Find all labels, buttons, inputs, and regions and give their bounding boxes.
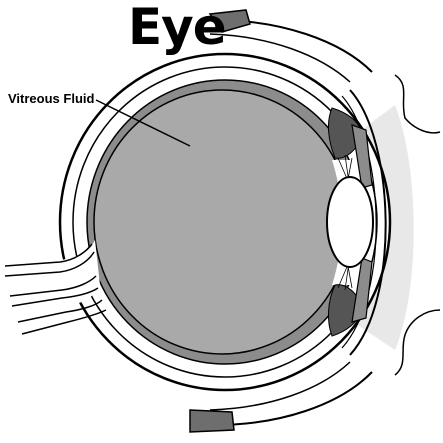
lens	[327, 177, 373, 267]
upper-lid-fold	[395, 75, 440, 133]
lower-eyelid-muscle	[190, 410, 234, 432]
label-vitreous-fluid: Vitreous Fluid	[8, 91, 94, 106]
vitreous-body	[94, 90, 350, 354]
diagram-title: Eye	[128, 0, 226, 56]
